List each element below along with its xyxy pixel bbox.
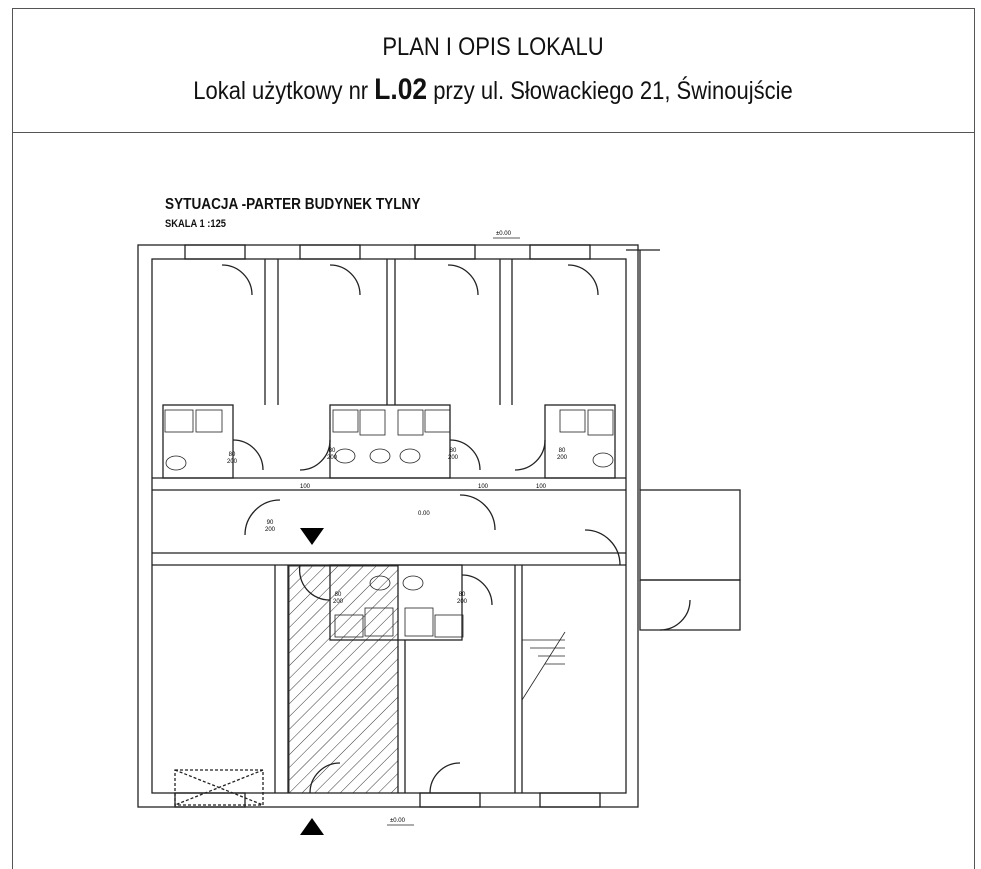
plan-line [529, 244, 591, 260]
plan-line [659, 599, 691, 631]
plan-line [584, 529, 621, 566]
door-label-width: 80 [329, 448, 336, 454]
plan-line [397, 409, 424, 436]
door-label-height: 200 [327, 455, 338, 461]
plan-line [521, 631, 566, 701]
door-label-height: 200 [227, 459, 238, 465]
document-title: PLAN I OPIS LOKALU [382, 33, 604, 61]
plan-line [414, 244, 476, 260]
plan-line [137, 244, 741, 808]
plan-line [402, 575, 424, 591]
door-label-height: 200 [265, 527, 276, 533]
plan-line [329, 404, 451, 479]
header-divider [12, 132, 974, 133]
plan-line [521, 631, 566, 701]
plan-line [434, 614, 464, 638]
plan-line [174, 769, 264, 806]
plan-line [459, 494, 496, 531]
level-corridor: 0.00 [418, 511, 430, 517]
document-subtitle: Lokal użytkowy nr L.02 przy ul. Słowacki… [70, 73, 917, 107]
plan-line [419, 792, 481, 808]
plan-line [299, 439, 331, 471]
door-label-width: 90 [267, 520, 274, 526]
entrance-marker-bottom [300, 818, 324, 835]
plan-line [329, 264, 361, 296]
plan-line [461, 574, 493, 606]
plan-line [162, 404, 234, 479]
plan-line [165, 455, 187, 471]
outer-wall [137, 244, 639, 808]
door-label-width: 100 [536, 484, 547, 490]
plan-line [359, 409, 386, 436]
door-label-height: 200 [448, 455, 459, 461]
plan-line [424, 409, 451, 433]
plan-line [626, 249, 741, 631]
door-label-width: 80 [335, 592, 342, 598]
plan-line [221, 264, 253, 296]
door-label-height: 200 [457, 599, 468, 605]
plan-line [195, 409, 223, 433]
plan-line [429, 762, 461, 794]
level-top: ±0.00 [496, 231, 512, 237]
entrance-marker-top [300, 528, 324, 545]
plan-line [184, 244, 246, 260]
plan-line [559, 409, 586, 433]
subtitle-prefix: Lokal użytkowy nr [193, 77, 369, 105]
level-bottom: ±0.00 [390, 818, 406, 824]
plan-scale: SKALA 1 :125 [165, 218, 226, 230]
plan-line [404, 607, 434, 637]
door-label-width: 80 [450, 448, 457, 454]
plan-line [334, 448, 356, 464]
unit-l02-area [288, 565, 399, 794]
door-label-height: 200 [333, 599, 344, 605]
door-label-width: 100 [300, 484, 311, 490]
plan-line [567, 264, 599, 296]
plan-line [164, 409, 194, 433]
door-label-width: 100 [478, 484, 489, 490]
plan-line [639, 489, 741, 581]
document-frame [12, 8, 975, 869]
plan-line [232, 439, 264, 471]
plan-line [369, 448, 391, 464]
door-label-width: 80 [459, 592, 466, 598]
plan-heading: SYTUACJA -PARTER BUDYNEK TYLNY [165, 196, 421, 213]
plan-line [399, 448, 421, 464]
door-label-width: 80 [559, 448, 566, 454]
subtitle-suffix: przy ul. Słowackiego 21, Świnoujście [433, 77, 793, 105]
door-label-height: 200 [557, 455, 568, 461]
plan-line [447, 264, 479, 296]
plan-line [587, 409, 614, 436]
plan-line [592, 452, 614, 468]
plan-line [332, 409, 359, 433]
plan-line [514, 439, 546, 471]
unit-number: L.02 [374, 73, 428, 106]
plan-line [299, 244, 361, 260]
plan-line [539, 792, 601, 808]
plan-line [244, 499, 281, 536]
plan-line [174, 769, 264, 806]
door-label-width: 80 [229, 452, 236, 458]
plan-line [449, 439, 481, 471]
